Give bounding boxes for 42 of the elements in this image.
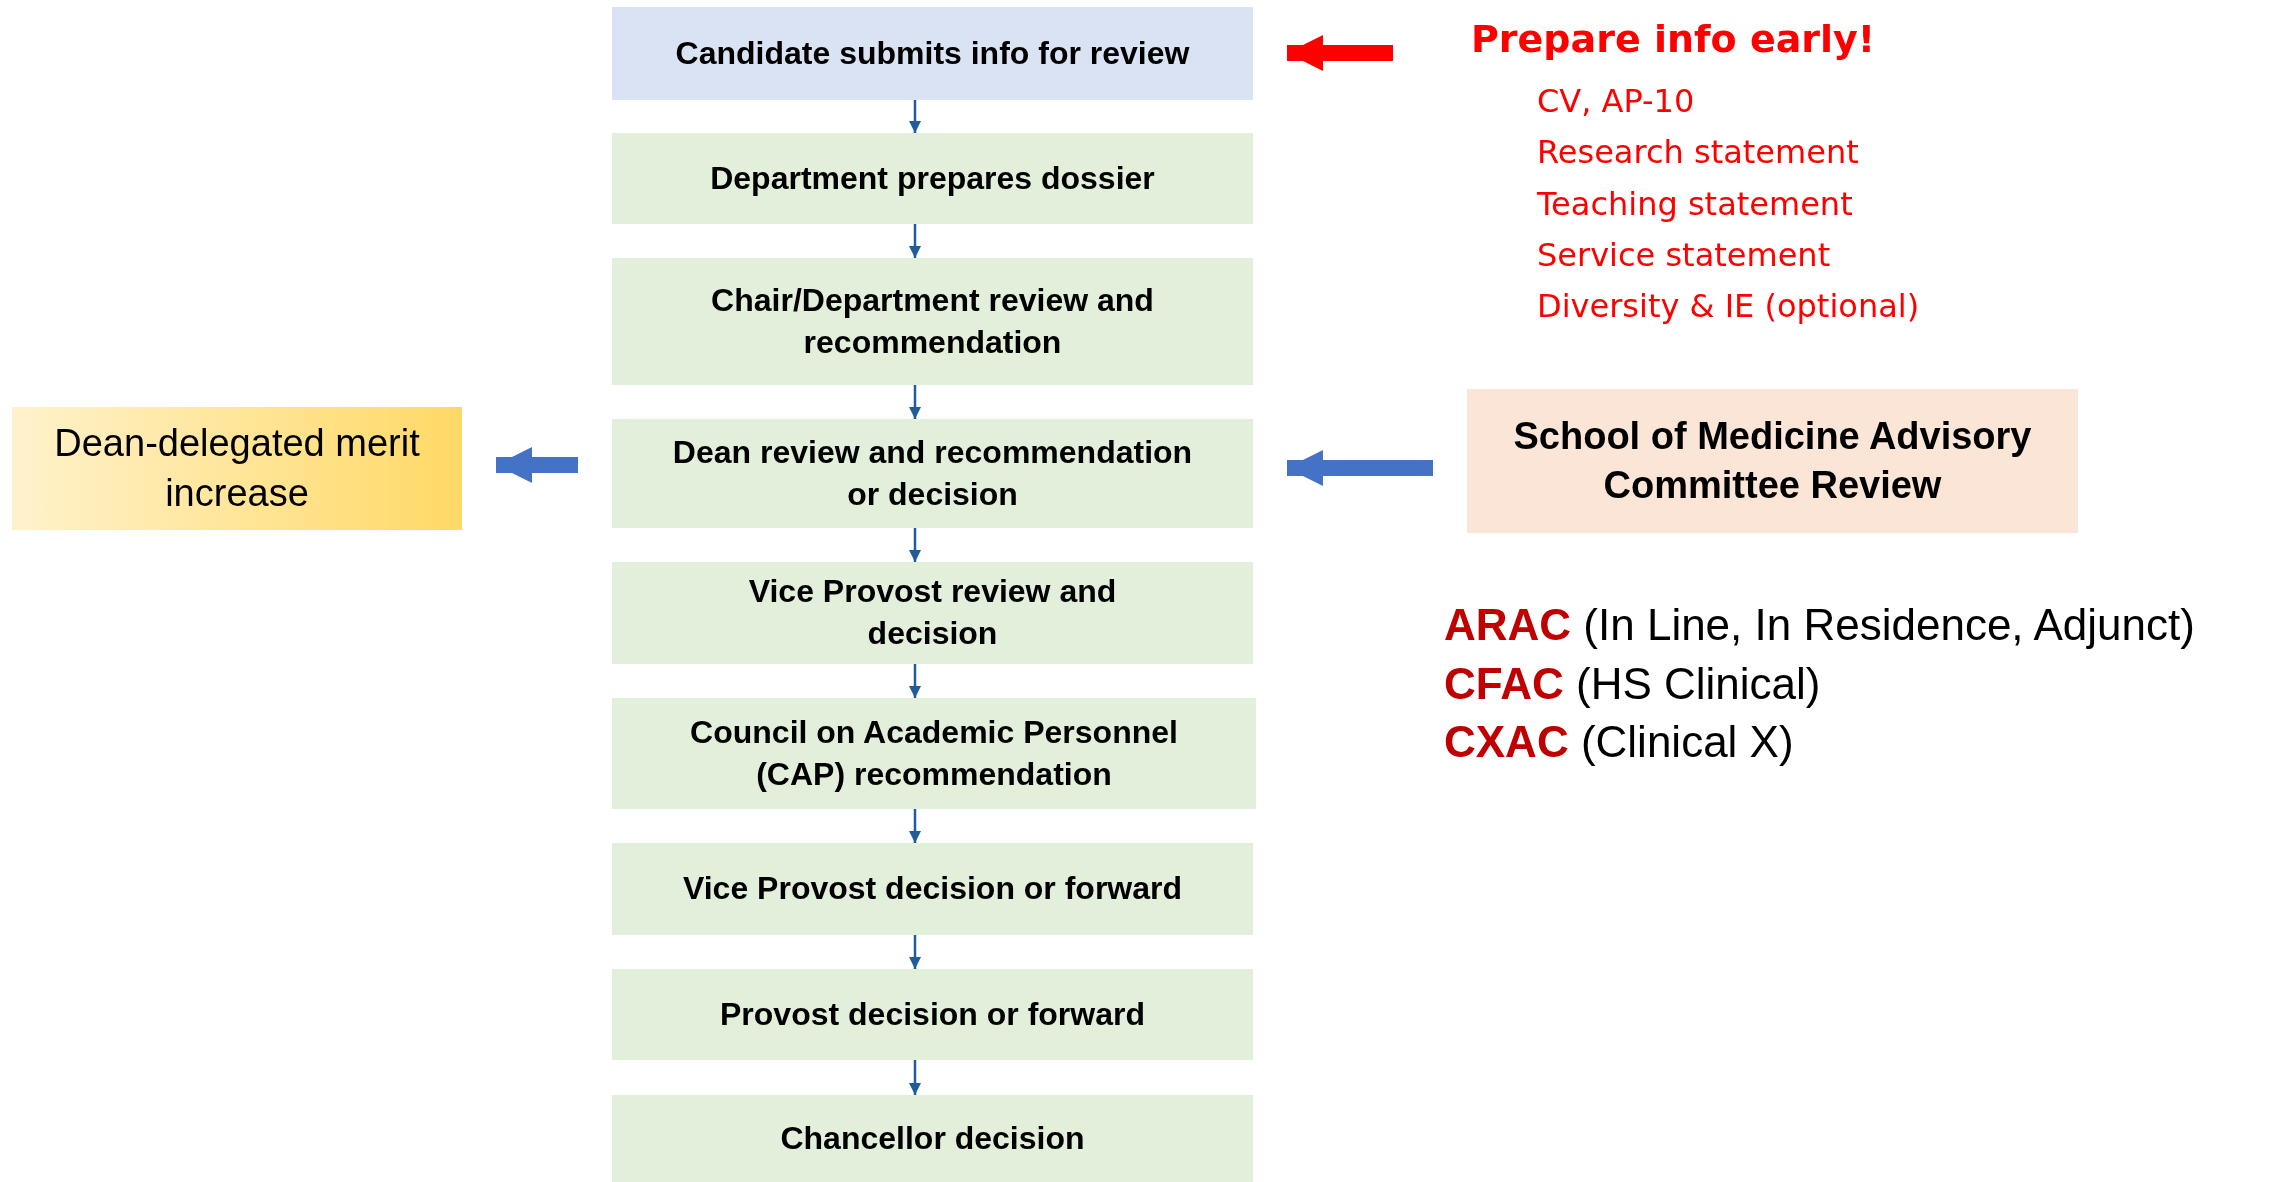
list-item: CV, AP-10 (1537, 82, 1695, 120)
process-box (612, 1095, 1253, 1182)
list-item: Research statement (1537, 133, 1859, 171)
process-box (612, 698, 1256, 809)
arrow (909, 224, 921, 258)
arrow (1287, 35, 1393, 71)
list-item: Teaching statement (1537, 185, 1853, 223)
box-label: Chair/Department review and recommendation (710, 280, 1155, 362)
committee-label: CXAC (Clinical X) (1444, 717, 1794, 767)
box-label: Council on Academic Personnel (CAP) recommendation (689, 712, 1179, 794)
box-label: Vice Provost review and decision (747, 572, 1118, 653)
arrow (909, 100, 921, 133)
process-box (612, 969, 1253, 1060)
box-label: Dean-delegated merit increase (53, 421, 421, 516)
list-item: Diversity & IE (optional) (1537, 287, 1920, 325)
box-label: School of Medicine Advisory Committee Review (1512, 413, 2033, 508)
arrow (909, 664, 921, 698)
note-text: Prepare info early! (1471, 16, 1876, 64)
box-label: Candidate submits info for review (675, 33, 1190, 73)
box-label: Dean review and recommendation or decision (672, 432, 1193, 514)
committee-label: ARAC (In Line, In Residence, Adjunct) (1444, 600, 2195, 650)
box-label: Chancellor decision (780, 1118, 1085, 1158)
arrow (909, 1060, 921, 1095)
process-box (612, 843, 1253, 935)
box-label: Vice Provost decision or forward (682, 869, 1183, 909)
arrow (909, 809, 921, 843)
arrow (909, 935, 921, 969)
arrow (496, 447, 578, 483)
outcome-box (12, 407, 462, 530)
arrow (909, 385, 921, 419)
list-item: Service statement (1537, 236, 1831, 274)
process-box (612, 419, 1253, 528)
arrow (909, 528, 921, 562)
arrow (1287, 450, 1433, 486)
process-box (612, 7, 1253, 100)
box-label: Provost decision or forward (720, 994, 1145, 1034)
committee-box (1467, 389, 2078, 533)
process-box (612, 133, 1253, 224)
process-box (612, 562, 1253, 664)
committee-label: CFAC (HS Clinical) (1444, 659, 1821, 709)
box-label: Department prepares dossier (710, 158, 1155, 198)
process-box (612, 258, 1253, 385)
